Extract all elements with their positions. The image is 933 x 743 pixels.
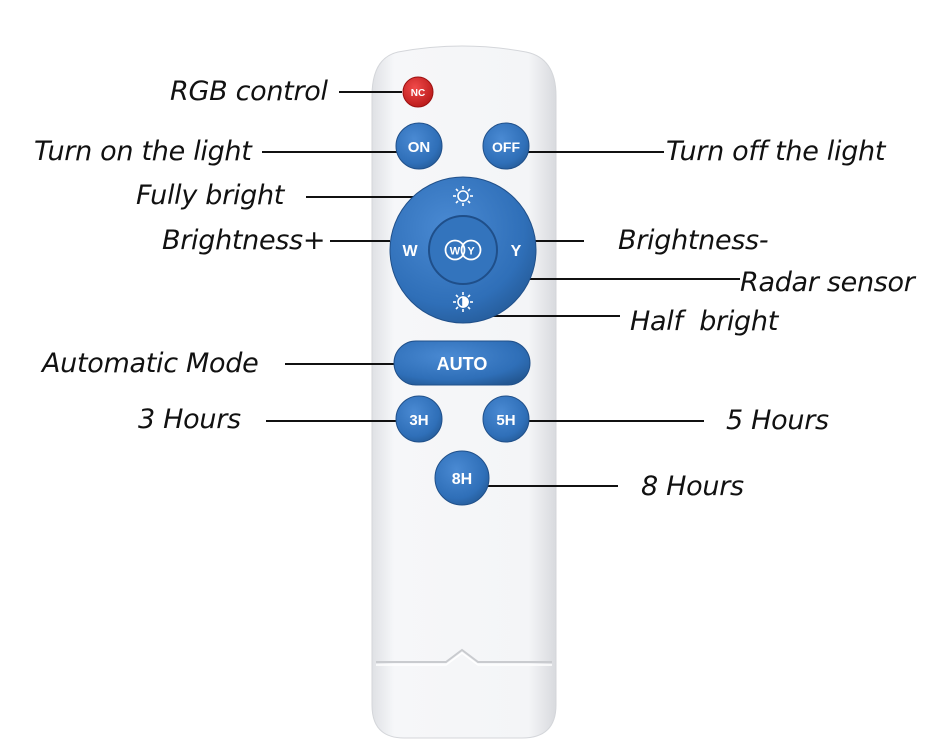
brightness-dpad: W Y W Y xyxy=(389,176,537,324)
on-button[interactable]: ON xyxy=(395,122,443,170)
label-rgb-control: RGB control xyxy=(170,76,328,107)
label-half-bright: Half bright xyxy=(630,306,778,337)
radar-sensor-button[interactable]: W Y xyxy=(444,239,482,261)
auto-button[interactable]: AUTO xyxy=(393,340,531,386)
y-button[interactable]: Y xyxy=(511,243,522,260)
off-button[interactable]: OFF xyxy=(482,122,530,170)
auto-button-label: AUTO xyxy=(437,354,488,374)
label-brightness-minus: Brightness- xyxy=(618,225,769,256)
5h-button-label: 5H xyxy=(496,412,515,429)
w-button[interactable]: W xyxy=(402,243,418,260)
rgb-control-button[interactable]: NC xyxy=(402,76,434,108)
8h-button[interactable]: 8H xyxy=(434,450,490,506)
5h-button[interactable]: 5H xyxy=(482,395,530,443)
8h-button-label: 8H xyxy=(452,471,472,488)
label-brightness-plus: Brightness+ xyxy=(162,225,326,256)
label-radar-sensor: Radar sensor xyxy=(740,267,915,298)
label-turn-on: Turn on the light xyxy=(34,136,252,167)
off-button-label: OFF xyxy=(492,139,520,155)
label-3-hours: 3 Hours xyxy=(138,404,241,435)
on-button-label: ON xyxy=(408,139,431,156)
radar-center-w-label: W xyxy=(450,246,461,258)
half-sun-icon[interactable] xyxy=(453,292,473,312)
y-button-label: Y xyxy=(511,243,522,260)
sun-icon[interactable] xyxy=(453,186,473,206)
3h-button-label: 3H xyxy=(409,412,428,429)
label-8-hours: 8 Hours xyxy=(641,471,744,502)
label-automatic-mode: Automatic Mode xyxy=(42,348,259,379)
rgb-control-button-label: NC xyxy=(411,88,425,99)
annotation-lines xyxy=(262,91,740,487)
label-5-hours: 5 Hours xyxy=(726,405,829,436)
w-button-label: W xyxy=(402,243,418,260)
radar-center-y-label: Y xyxy=(467,246,475,258)
label-fully-bright: Fully bright xyxy=(136,180,285,211)
3h-button[interactable]: 3H xyxy=(395,395,443,443)
label-turn-off: Turn off the light xyxy=(666,136,886,167)
